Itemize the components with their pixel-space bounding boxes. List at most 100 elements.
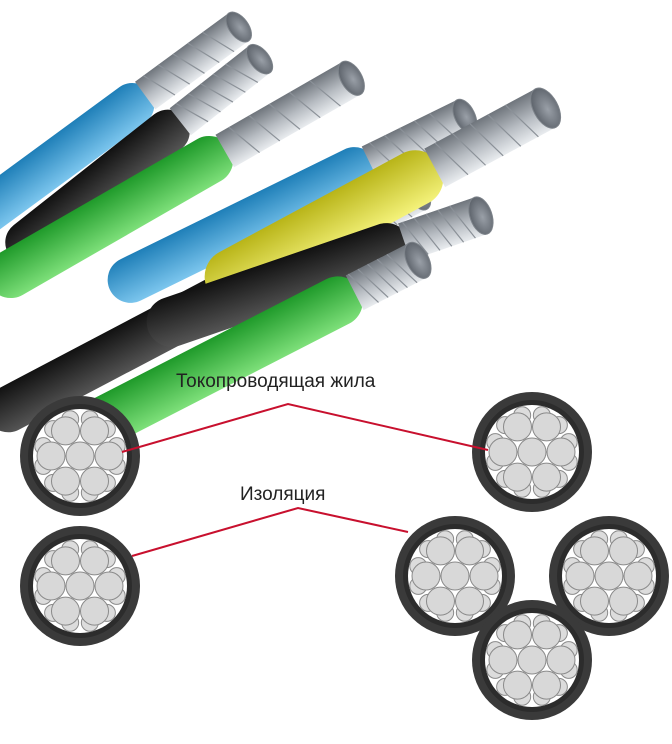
wire-left-black-strand-line [225,63,259,83]
core-right-top-strand [488,437,518,467]
core-right-middle-right-strand [609,586,638,616]
core-right-top-strand [503,462,532,492]
wire-right-yellow-strand-line [452,133,486,166]
wire-left-green [0,60,365,299]
core-right-top [472,392,592,512]
core-right-middle-right-strand [623,561,653,591]
wire-left-blue-strand-line [172,53,205,74]
core-left-bottom-strand [51,546,80,576]
leader-lines [121,402,489,557]
wire-right-black-2-strand-line [449,205,476,239]
core-right-bottom [472,600,592,720]
wire-right-green-strand-line [376,258,408,289]
core-right-bottom-strand [503,670,532,700]
wire-left-black-conductor [169,45,271,136]
wire-right-blue-strand-line [399,127,429,155]
wire-left-black-strand-line [175,102,209,123]
wire-right-black-2-body [146,196,494,347]
core-left-bottom-strand [94,571,124,601]
insulation-leader-line [131,506,409,557]
core-right-bottom-strand [517,645,547,675]
wire-right-yellow-strand-line [487,114,522,147]
wire-right-yellow-strand-line [434,142,469,176]
core-left-top-strand [80,466,109,496]
core-right-bottom-strand [532,620,561,650]
core-right-middle-right-strand [594,561,624,591]
core-right-bottom-strand [546,645,576,675]
wire-right-blue-insulation [107,147,378,303]
wire-left-blue-strand-line [157,64,191,85]
wire-right-green-end-face [404,241,432,279]
core-right-top-strand [546,437,576,467]
wire-right-black-2-strand-line [437,209,465,243]
wire-left-blue-strand-line [143,75,176,96]
wire-left-blue-strand-line [202,31,235,53]
core-left-top-strand [80,416,109,446]
core-left-bottom-strand [36,571,66,601]
wire-left-green-end-face [337,60,365,96]
wire-left-green-conductor [215,61,361,168]
core-right-middle-right-strand [580,536,609,566]
cross-sections [20,392,669,720]
wire-right-green-strand-line [367,263,399,293]
conductor-leader-line [121,402,489,453]
core-right-middle-right [549,516,669,636]
wire-right-black-2-strand-line [413,217,441,251]
wire-left-green-strand-line [309,80,341,107]
core-left-top-strand [51,416,80,446]
wire-left-blue-body [0,11,252,233]
core-right-bottom-strand [532,670,561,700]
wire-right-yellow-end-face [530,87,562,129]
wire-right-black-2-end-face [468,196,494,235]
core-right-middle-left-strand [411,561,441,591]
wire-left-green-body [0,60,365,299]
core-left-bottom-strand [80,546,109,576]
core-right-middle-left-strand [426,586,455,616]
core-right-middle-left [395,516,515,636]
core-right-middle-left-strand [455,536,484,566]
core-right-bottom-strand [503,620,532,650]
cable-illustration [0,11,562,464]
wire-left-green-strand-line [228,126,260,154]
conductor-label: Токопроводящая жила [176,371,376,392]
wire-right-green-strand-line [386,253,418,284]
core-left-top [20,396,140,516]
core-left-bottom-strand [51,596,80,626]
core-right-middle-left-strand [455,586,484,616]
wire-left-black-end-face [246,43,274,75]
core-right-middle-left-strand [469,561,499,591]
wire-right-green-strand-line [357,268,389,298]
wire-left-black-strand-line [187,93,221,113]
wire-left-blue-end-face [225,11,252,43]
wire-left-green-strand-line [248,115,281,142]
core-left-top-strand [36,441,66,471]
wire-left-blue [0,11,252,233]
core-right-middle-right-strand [609,536,638,566]
wire-right-blue-conductor [361,99,473,179]
core-right-middle-right-strand [565,561,595,591]
core-right-top-strand [517,437,547,467]
wire-right-green-strand-line [347,273,379,303]
wire-left-black-strand-line [212,73,246,93]
core-right-top-strand [532,412,561,442]
core-right-bottom-strand [488,645,518,675]
core-left-top-strand [94,441,124,471]
core-left-bottom-strand [80,596,109,626]
wire-left-green-strand-line [268,103,301,130]
core-right-middle-left-strand [426,536,455,566]
core-left-bottom-strand [65,571,95,601]
wire-right-black-2-insulation [146,223,412,347]
core-left-bottom [20,526,140,646]
core-right-top-strand [503,412,532,442]
wire-right-black-2 [146,196,494,347]
core-right-middle-right-strand [580,586,609,616]
wire-left-blue-conductor [135,13,249,110]
wire-right-black-2-strand-line [425,213,453,247]
insulation-label: Изоляция [240,484,325,505]
core-right-top-strand [532,462,561,492]
wire-right-yellow-conductor [424,88,557,188]
core-right-middle-left-strand [440,561,470,591]
wire-left-green-strand-line [289,91,321,119]
core-left-top-strand [51,466,80,496]
